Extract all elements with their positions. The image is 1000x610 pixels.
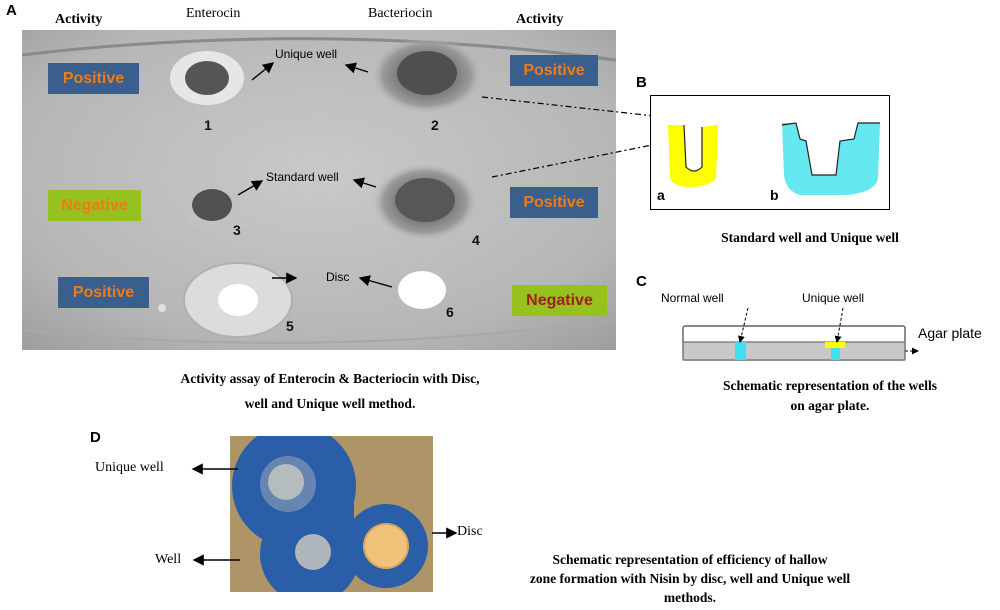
unique-well-spot xyxy=(268,464,304,500)
well-spot xyxy=(295,534,331,570)
header-activity-right: Activity xyxy=(516,12,564,27)
nisin-plate-photo xyxy=(230,436,433,592)
label-agar-plate: Agar plate xyxy=(918,325,982,341)
badge-positive-2: Positive xyxy=(510,55,598,86)
disc-spot xyxy=(364,524,408,568)
well-number-6: 6 xyxy=(446,304,454,320)
agar-plate-schematic xyxy=(682,307,919,361)
panel-label-b: B xyxy=(636,74,647,91)
well-number-3: 3 xyxy=(233,222,241,238)
header-enterocin: Enterocin xyxy=(186,6,241,21)
panel-b-wells-diagram xyxy=(650,95,890,210)
panel-label-d: D xyxy=(90,429,101,446)
label-unique-well: Unique well xyxy=(275,47,338,61)
header-bacteriocin: Bacteriocin xyxy=(368,6,433,21)
label-d-unique-well: Unique well xyxy=(95,460,164,475)
label-normal-well: Normal well xyxy=(661,291,724,305)
caption-d-line1: Schematic representation of efficiency o… xyxy=(552,552,828,567)
disc-6 xyxy=(398,271,446,309)
badge-positive-5: Positive xyxy=(58,277,149,308)
well-number-4: 4 xyxy=(472,232,480,248)
badge-negative-6: Negative xyxy=(512,285,607,316)
caption-c-line1: Schematic representation of the wells xyxy=(723,378,937,393)
badge-negative-3: Negative xyxy=(48,190,141,221)
caption-a-line2: well and Unique well method. xyxy=(244,396,416,411)
well-number-1: 1 xyxy=(204,117,212,133)
caption-d-line3: methods. xyxy=(663,590,717,605)
panel-label-a: A xyxy=(6,2,17,19)
well-number-2: 2 xyxy=(431,117,439,133)
well-number-5: 5 xyxy=(286,318,294,334)
caption-c-line2: on agar plate. xyxy=(790,398,870,413)
caption-a-line1: Activity assay of Enterocin & Bacterioci… xyxy=(180,371,480,386)
caption-d-line2: zone formation with Nisin by disc, well … xyxy=(529,571,851,586)
label-standard-well: Standard well xyxy=(266,170,339,184)
label-b-sub-b: b xyxy=(770,187,779,203)
normal-well-marker xyxy=(735,342,746,360)
label-d-well: Well xyxy=(155,552,182,567)
label-c-unique-well: Unique well xyxy=(802,291,865,305)
label-b-sub-a: a xyxy=(657,187,665,203)
label-d-disc: Disc xyxy=(457,524,483,539)
label-disc: Disc xyxy=(326,270,350,284)
unique-well-shape xyxy=(782,123,880,195)
header-activity-left: Activity xyxy=(55,12,103,27)
badge-positive-4: Positive xyxy=(510,187,598,218)
panel-label-c: C xyxy=(636,273,647,290)
badge-positive-1: Positive xyxy=(48,63,139,94)
standard-well-shape xyxy=(668,125,718,187)
unique-well-marker xyxy=(825,342,845,348)
caption-b: Standard well and Unique well xyxy=(721,230,899,245)
